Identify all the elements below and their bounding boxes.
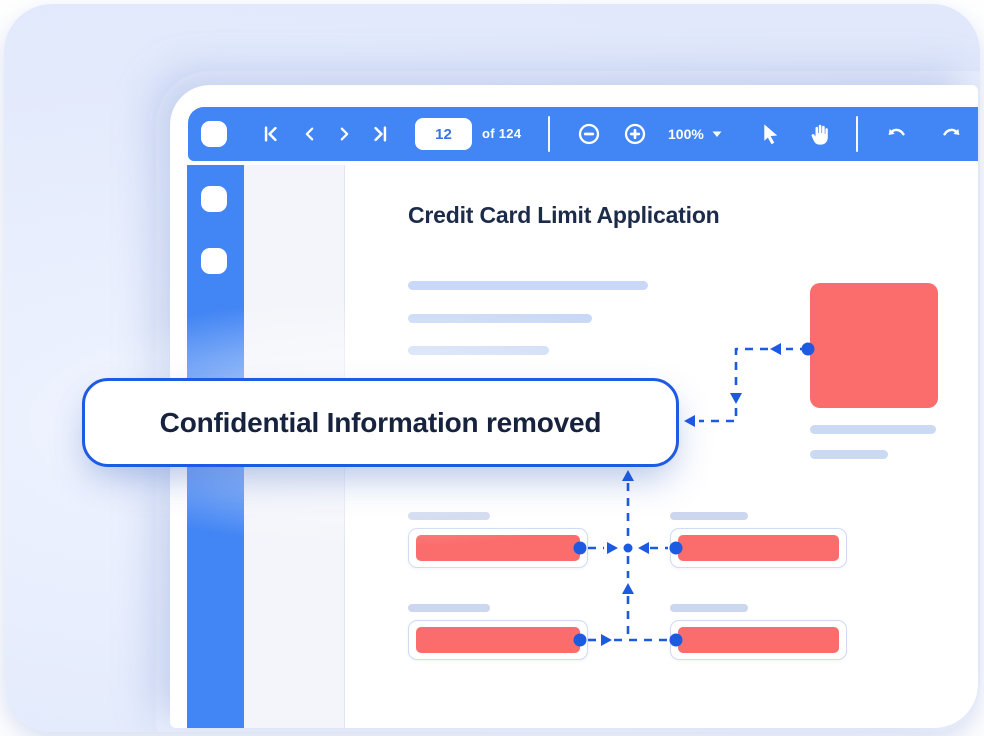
thumbnail-item[interactable] <box>201 248 227 274</box>
cursor-arrow-icon <box>764 124 778 145</box>
field-label-line <box>670 512 748 520</box>
redo-icon <box>943 128 960 136</box>
undo-icon <box>888 128 905 136</box>
redo-button[interactable] <box>939 122 963 146</box>
sidebar-toggle-button[interactable] <box>201 121 227 147</box>
prev-page-button[interactable] <box>298 122 322 146</box>
viewer-toolbar: of 124 100% <box>188 107 978 161</box>
skeleton-line <box>408 346 549 355</box>
form-field-box[interactable] <box>670 620 847 660</box>
chevron-left-icon <box>305 127 314 141</box>
hand-tool-button[interactable] <box>808 122 832 146</box>
page-title: Credit Card Limit Application <box>408 202 720 228</box>
field-label-line <box>408 512 490 520</box>
skeleton-line <box>810 450 888 459</box>
skeleton-line <box>408 281 648 290</box>
last-page-icon <box>374 126 387 142</box>
form-field-box[interactable] <box>408 528 588 568</box>
zoom-out-icon <box>578 123 600 145</box>
form-field-box[interactable] <box>670 528 847 568</box>
page-count-label: of 124 <box>482 126 522 141</box>
redacted-text-bar <box>416 627 580 653</box>
thumbnail-item[interactable] <box>201 186 227 212</box>
chevron-right-icon <box>340 127 349 141</box>
field-label-line <box>408 604 490 612</box>
zoom-in-icon <box>624 123 646 145</box>
hand-icon <box>811 124 828 145</box>
zoom-level-dropdown[interactable]: 100% <box>668 107 723 161</box>
chevron-down-icon <box>712 131 722 137</box>
undo-button[interactable] <box>885 122 909 146</box>
skeleton-line <box>810 425 936 434</box>
redacted-text-bar <box>678 535 839 561</box>
field-label-line <box>670 604 748 612</box>
toolbar-divider <box>548 116 550 152</box>
redacted-image-block <box>810 283 938 408</box>
confidential-callout-label: Confidential Information removed <box>159 406 602 438</box>
zoom-level-label: 100% <box>668 126 704 142</box>
hero-background: of 124 100% <box>4 4 980 732</box>
confidential-callout: Confidential Information removed <box>82 378 679 467</box>
first-page-button[interactable] <box>259 122 283 146</box>
last-page-button[interactable] <box>368 122 392 146</box>
first-page-icon <box>264 126 277 142</box>
zoom-out-button[interactable] <box>577 122 601 146</box>
skeleton-line <box>408 314 592 323</box>
next-page-button[interactable] <box>332 122 356 146</box>
redacted-text-bar <box>416 535 580 561</box>
page-number-input[interactable] <box>415 118 472 150</box>
toolbar-divider <box>856 116 858 152</box>
form-field-box[interactable] <box>408 620 588 660</box>
select-tool-button[interactable] <box>758 122 782 146</box>
zoom-in-button[interactable] <box>623 122 647 146</box>
redacted-text-bar <box>678 627 839 653</box>
